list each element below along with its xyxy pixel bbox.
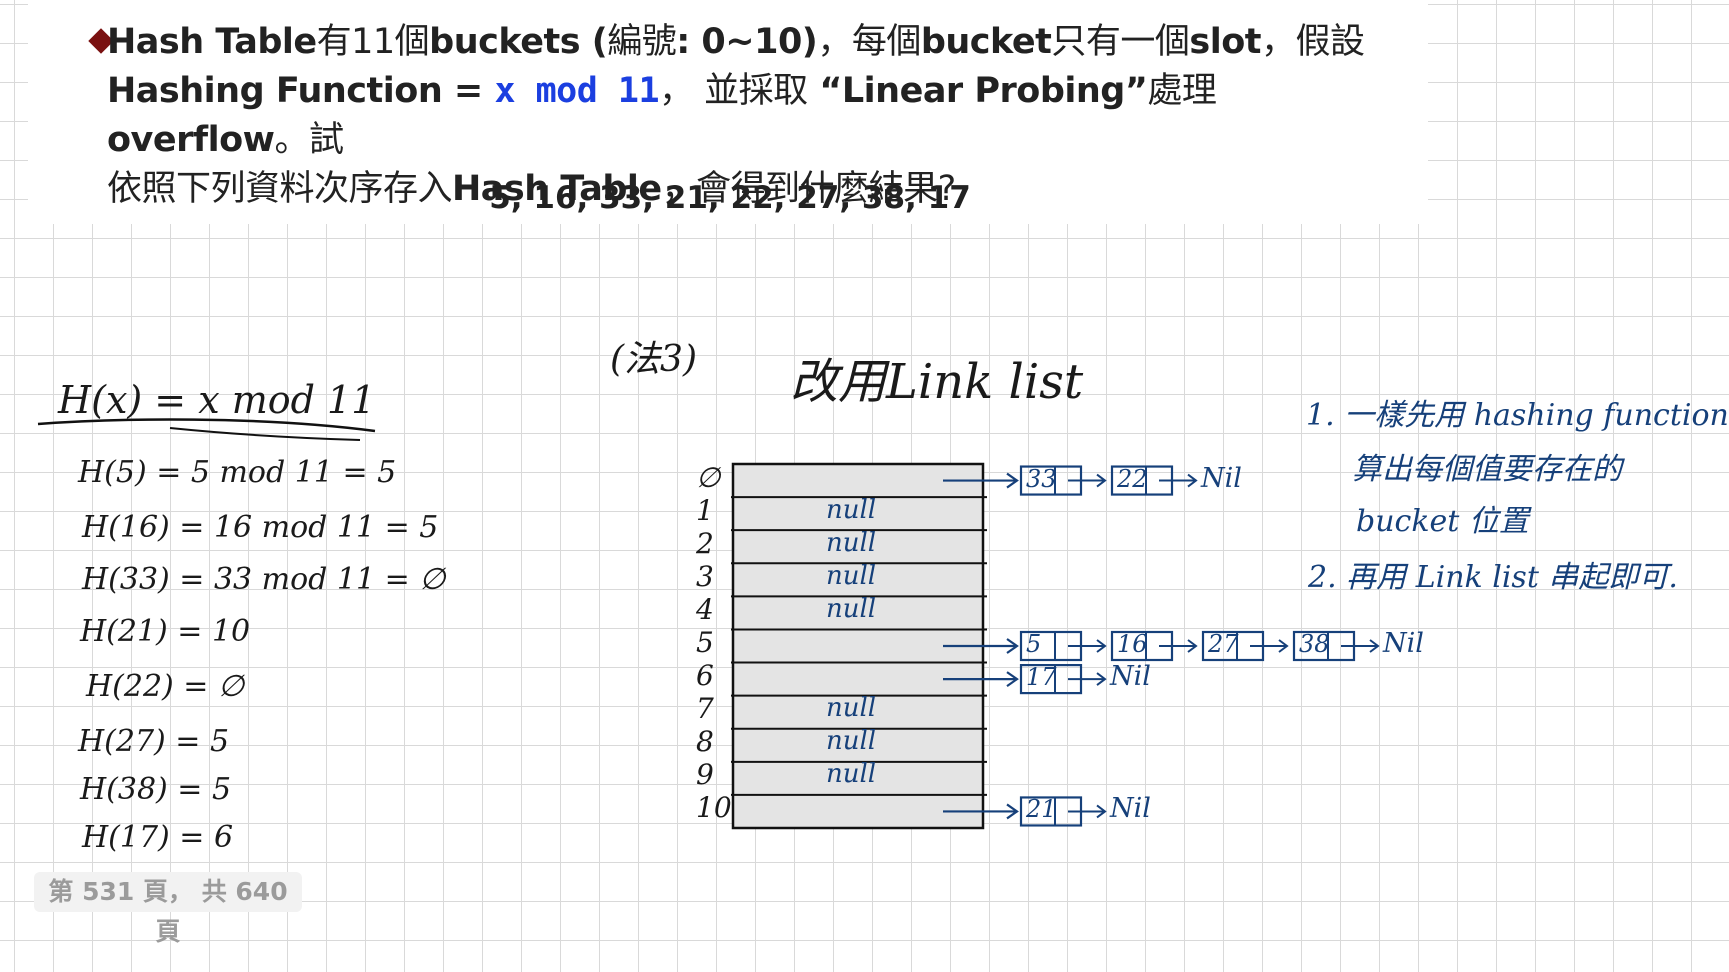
null-label: null (826, 527, 877, 558)
bucket-index: 10 (696, 791, 732, 825)
page-indicator: 第 531 頁， 共 640 頁 (34, 872, 302, 946)
null-label: null (826, 494, 877, 525)
question-line-1: Hash Table有11個buckets (編號: 0~10)，每個bucke… (107, 22, 1365, 62)
hash-row: H(27) = 5 (78, 724, 230, 759)
null-label: null (826, 560, 877, 591)
arrow-head-icon (1096, 804, 1107, 819)
method-title: 改用Link list (790, 354, 1084, 410)
arrow-head-icon (1096, 473, 1107, 488)
null-label: null (826, 693, 877, 724)
hash-row: H(17) = 6 (82, 820, 234, 855)
bucket-index: 5 (696, 626, 714, 659)
node-value: 17 (1026, 663, 1057, 692)
arrow-head-icon (1096, 672, 1107, 686)
note-line: 算出每個值要存在的 (1352, 452, 1622, 487)
nil-terminator: Nil (1383, 628, 1424, 659)
nil-terminator: Nil (1201, 462, 1242, 494)
node-value: 5 (1026, 630, 1042, 658)
bucket-index: 6 (696, 659, 714, 693)
hash-row: H(33) = 33 mod 11 = ∅ (82, 562, 446, 597)
bucket-index: 3 (696, 559, 714, 593)
bucket-index: 2 (696, 526, 714, 560)
null-label: null (826, 726, 877, 757)
node-value: 22 (1117, 464, 1148, 493)
arrow-head-icon (1187, 473, 1198, 488)
arrow-head-icon (1006, 671, 1019, 687)
note-line: 1. 一樣先用 hashing function (1306, 398, 1729, 433)
bucket-index: 1 (696, 493, 714, 527)
bucket-index: 7 (696, 692, 714, 726)
arrow-head-icon (1006, 638, 1019, 654)
hash-row: H(21) = 10 (80, 614, 251, 649)
node-value: 33 (1026, 464, 1057, 493)
null-label: null (826, 759, 877, 790)
question-text: Hash Table有11個buckets (編號: 0~10)，每個bucke… (107, 18, 1417, 214)
question-line-3: 依照下列資料次序存入Hash Table，會得到什麼結果? (107, 169, 956, 209)
hash-row: H(38) = 5 (80, 772, 232, 807)
null-label: null (826, 593, 877, 624)
hash-formula-heading: H(x) = x mod 11 (58, 378, 376, 422)
bucket-index: ∅ (696, 460, 721, 494)
bucket-index: 9 (696, 758, 714, 792)
bucket-index: 4 (696, 592, 714, 626)
hash-table-diagram (37, 418, 1380, 830)
arrow-head-icon (1278, 639, 1289, 653)
note-line: 2. 再用 Link list 串起即可. (1308, 560, 1678, 595)
nil-terminator: Nil (1110, 661, 1151, 693)
hash-table-bucket-array (731, 462, 985, 830)
node-value: 16 (1117, 630, 1148, 658)
node-value: 38 (1299, 630, 1330, 658)
data-sequence: 5, 16, 33, 21, 22, 27, 38, 17 (489, 180, 971, 216)
bucket-index: 8 (696, 725, 714, 759)
method-label: (法3) (610, 339, 697, 380)
arrow-head-icon (1369, 639, 1380, 653)
question-line-2: Hashing Function = x mod 11， 並採取 “Linear… (107, 71, 1217, 160)
arrow-head-icon (1006, 803, 1019, 820)
hash-formula: x mod 11 (494, 71, 660, 111)
hash-row: H(16) = 16 mod 11 = 5 (82, 510, 439, 545)
nil-terminator: Nil (1110, 793, 1151, 825)
node-value: 21 (1026, 795, 1057, 824)
note-line: bucket 位置 (1356, 504, 1529, 539)
arrow-head-icon (1096, 639, 1107, 653)
node-value: 27 (1208, 630, 1239, 658)
arrow-head-icon (1006, 472, 1019, 489)
hash-row: H(5) = 5 mod 11 = 5 (78, 455, 397, 490)
arrow-head-icon (1187, 639, 1198, 653)
hash-row: H(22) = ∅ (86, 669, 245, 704)
slide-header (28, 0, 1428, 224)
